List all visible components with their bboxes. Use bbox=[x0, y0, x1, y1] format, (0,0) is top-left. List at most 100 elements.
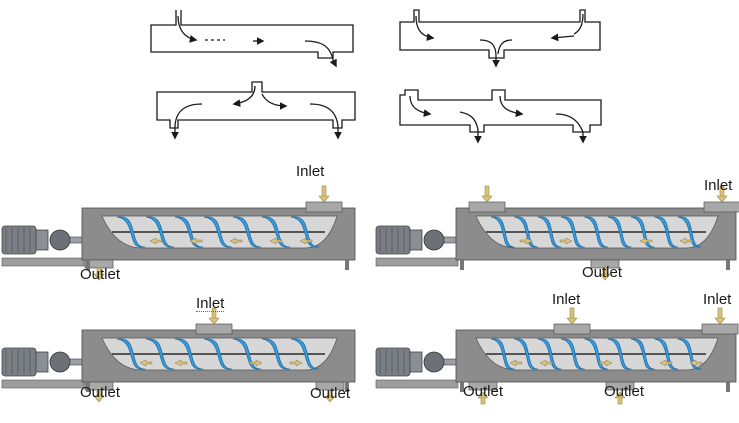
screw-flight bbox=[560, 216, 585, 248]
inlet-flow-arrow bbox=[208, 317, 220, 325]
gearbox bbox=[49, 229, 71, 251]
material-flow-arrow bbox=[539, 359, 553, 367]
material-flow-arrow bbox=[174, 359, 188, 367]
material-flow-arrow bbox=[639, 237, 653, 245]
motor-coupling bbox=[35, 229, 49, 251]
material-flow-arrow bbox=[509, 359, 523, 367]
material-flow-arrow bbox=[659, 359, 673, 367]
screw-flight bbox=[232, 338, 262, 370]
screw-flight bbox=[116, 216, 146, 248]
screw-flight bbox=[261, 216, 291, 248]
screw-conveyor-top-right bbox=[375, 185, 739, 281]
outlet-flow-arrow bbox=[599, 273, 611, 281]
outlet-spout bbox=[468, 381, 498, 391]
screw-flight bbox=[116, 338, 146, 370]
inlet-chute bbox=[703, 201, 739, 213]
screw-conveyor-bottom-left bbox=[1, 307, 356, 403]
base-frame bbox=[1, 257, 85, 267]
screw-flight bbox=[654, 338, 679, 370]
screw-flight bbox=[261, 338, 291, 370]
outlet-label: Outlet bbox=[80, 266, 121, 283]
motor-coupling bbox=[35, 351, 49, 373]
material-flow-arrow bbox=[189, 237, 203, 245]
screw-flight bbox=[607, 338, 632, 370]
screw-flight bbox=[630, 338, 655, 370]
screw-flight bbox=[290, 216, 320, 248]
inlet-label-left: Inlet bbox=[552, 291, 581, 308]
motor-body bbox=[375, 347, 411, 377]
material-flow-arrow bbox=[559, 237, 573, 245]
screw-flight bbox=[203, 216, 233, 248]
motor-body bbox=[375, 225, 411, 255]
inlet-flow-arrow bbox=[566, 317, 578, 325]
schematic-center-inlet-two-outlets bbox=[156, 81, 356, 140]
outlet-flow-arrow bbox=[324, 395, 336, 403]
screw-flight bbox=[203, 338, 233, 370]
inlet-chute bbox=[305, 201, 343, 213]
support-leg bbox=[726, 260, 730, 270]
material-flow-arrow bbox=[249, 359, 263, 367]
gearbox bbox=[49, 351, 71, 373]
motor-coupling bbox=[409, 351, 423, 373]
screw-flight bbox=[145, 216, 175, 248]
inlet-label: Inlet bbox=[196, 295, 225, 312]
support-leg bbox=[726, 382, 730, 392]
material-flow-arrow bbox=[599, 359, 613, 367]
screw-flight bbox=[490, 338, 515, 370]
support-leg bbox=[86, 260, 90, 270]
outlet-label-left: Outlet bbox=[463, 383, 504, 400]
inlet-chute bbox=[468, 201, 506, 213]
inlet-label-right: Inlet bbox=[703, 291, 732, 308]
gearbox bbox=[423, 229, 445, 251]
screw-flight bbox=[677, 338, 702, 370]
inlet-flow-arrow bbox=[321, 185, 327, 198]
inlet-label: Inlet bbox=[704, 177, 733, 194]
material-flow-arrow bbox=[229, 237, 243, 245]
screw-flight bbox=[654, 216, 679, 248]
screw-conveyor-bottom-right bbox=[375, 307, 739, 405]
inlet-label: Inlet bbox=[296, 163, 325, 180]
base-frame bbox=[375, 379, 459, 389]
screw-flight bbox=[290, 338, 320, 370]
screw-flight bbox=[584, 338, 609, 370]
screw-flight bbox=[145, 338, 175, 370]
motor-coupling bbox=[409, 229, 423, 251]
inlet-chute bbox=[195, 323, 233, 335]
support-leg bbox=[460, 382, 464, 392]
inlet-flow-arrow bbox=[717, 307, 723, 320]
material-flow-arrow bbox=[139, 359, 153, 367]
screw-flight bbox=[584, 216, 609, 248]
outlet-label: Outlet bbox=[582, 264, 623, 281]
material-flow-arrow bbox=[689, 359, 703, 367]
screw-flight bbox=[174, 338, 204, 370]
screw-conveyor-top-left bbox=[1, 185, 356, 281]
schematic-end-inlet-end-outlet bbox=[150, 10, 354, 68]
base-frame bbox=[1, 379, 85, 389]
inlet-flow-arrow bbox=[714, 317, 726, 325]
outlet-flow-arrow bbox=[93, 273, 105, 281]
motor-body bbox=[1, 347, 37, 377]
material-flow-arrow bbox=[519, 237, 533, 245]
screw-flight bbox=[560, 338, 585, 370]
screw-flight bbox=[514, 338, 539, 370]
inlet-flow-arrow bbox=[716, 195, 728, 203]
gearbox bbox=[423, 351, 445, 373]
inlet-flow-arrow bbox=[318, 195, 330, 203]
screw-flight bbox=[630, 216, 655, 248]
support-leg bbox=[460, 260, 464, 270]
material-flow-arrow bbox=[289, 359, 303, 367]
screw-flight bbox=[514, 216, 539, 248]
material-flow-arrow bbox=[679, 237, 693, 245]
schematic-two-inlets-center-outlet bbox=[399, 9, 601, 68]
support-leg bbox=[86, 382, 90, 392]
motor-body bbox=[1, 225, 37, 255]
inlet-chute bbox=[701, 323, 739, 335]
outlet-label-right: Outlet bbox=[604, 383, 645, 400]
inlet-flow-arrow bbox=[484, 185, 490, 198]
material-flow-arrow bbox=[149, 237, 163, 245]
inlet-flow-arrow bbox=[481, 195, 493, 203]
inlet-chute bbox=[553, 323, 591, 335]
material-flow-arrow bbox=[269, 237, 283, 245]
